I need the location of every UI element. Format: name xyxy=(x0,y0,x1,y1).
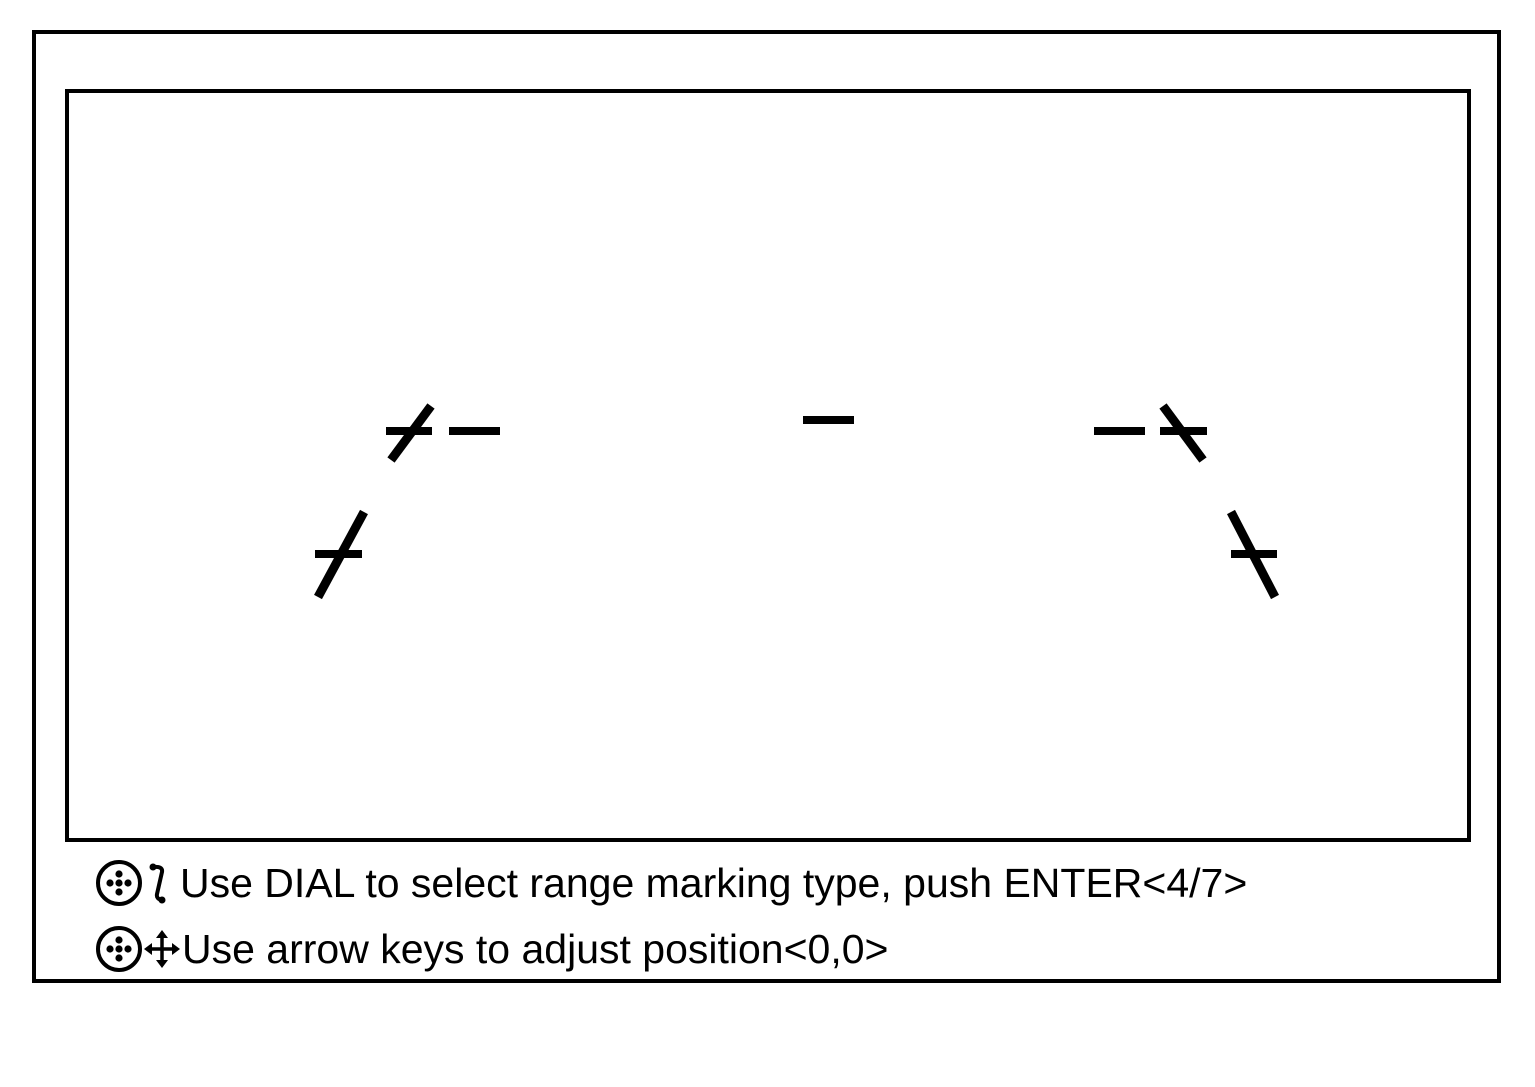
range-mark-lower-right xyxy=(1227,509,1279,600)
camera-view-area xyxy=(65,89,1471,842)
range-mark-upper-left xyxy=(386,403,500,463)
range-mark-upper-right xyxy=(1094,403,1207,463)
instruction-line-arrows: Use arrow keys to adjust position<0,0> xyxy=(94,924,889,974)
four-way-arrow-icon xyxy=(144,924,180,974)
range-mark-lower-left xyxy=(314,509,368,600)
monitor-screen-frame xyxy=(32,30,1501,983)
joystick-icon xyxy=(94,858,144,908)
instruction-text-dial: Use DIAL to select range marking type, p… xyxy=(180,859,1248,906)
instruction-line-dial: Use DIAL to select range marking type, p… xyxy=(94,858,1247,908)
joystick-icon xyxy=(94,924,144,974)
dial-icon xyxy=(148,858,170,908)
instruction-text-arrows: Use arrow keys to adjust position<0,0> xyxy=(182,925,889,972)
